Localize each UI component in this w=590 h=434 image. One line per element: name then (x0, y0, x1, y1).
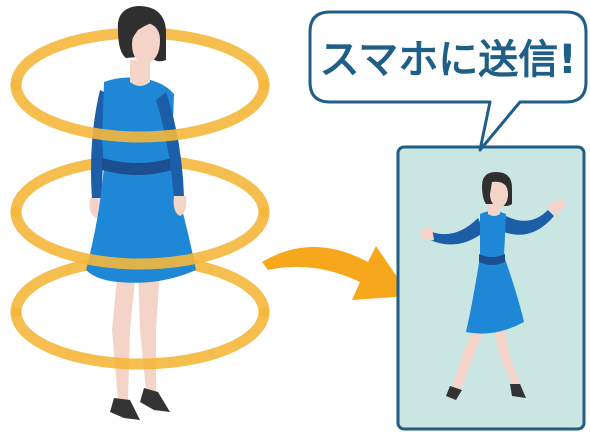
right-shoe (140, 388, 170, 412)
dancer-left-shoe (446, 386, 462, 400)
dancer-right-leg (494, 328, 520, 386)
face (132, 21, 160, 64)
hair-fringe (120, 15, 162, 56)
scan-ring-middle (10, 206, 270, 270)
right-leg (138, 268, 160, 392)
dancer-right-hand (548, 199, 566, 216)
standing-woman (86, 6, 196, 420)
neck (130, 60, 150, 86)
dancer-dress (466, 211, 524, 334)
scan-ring-top (10, 79, 270, 143)
dancer-left-arm (430, 218, 484, 245)
dancer-left-leg (452, 326, 484, 390)
dancing-woman (420, 172, 566, 400)
scan-ring-bottom (10, 306, 270, 370)
dancer-right-arm (504, 210, 554, 235)
dancer-right-shoe (510, 384, 526, 398)
right-hand (173, 196, 187, 216)
speech-bubble-text: スマホに送信! (319, 37, 576, 83)
left-shoe (110, 398, 140, 420)
smartphone-screen (396, 145, 586, 431)
speech-bubble: スマホに送信! (308, 10, 588, 152)
left-leg (112, 268, 136, 400)
dancer-face (490, 181, 508, 208)
dancer-left-hand (420, 227, 434, 241)
dancer-belt (479, 254, 505, 265)
scan-rings-front (10, 79, 270, 370)
right-arm (156, 92, 184, 198)
curved-arrow-icon (262, 246, 410, 300)
belt (102, 158, 172, 175)
